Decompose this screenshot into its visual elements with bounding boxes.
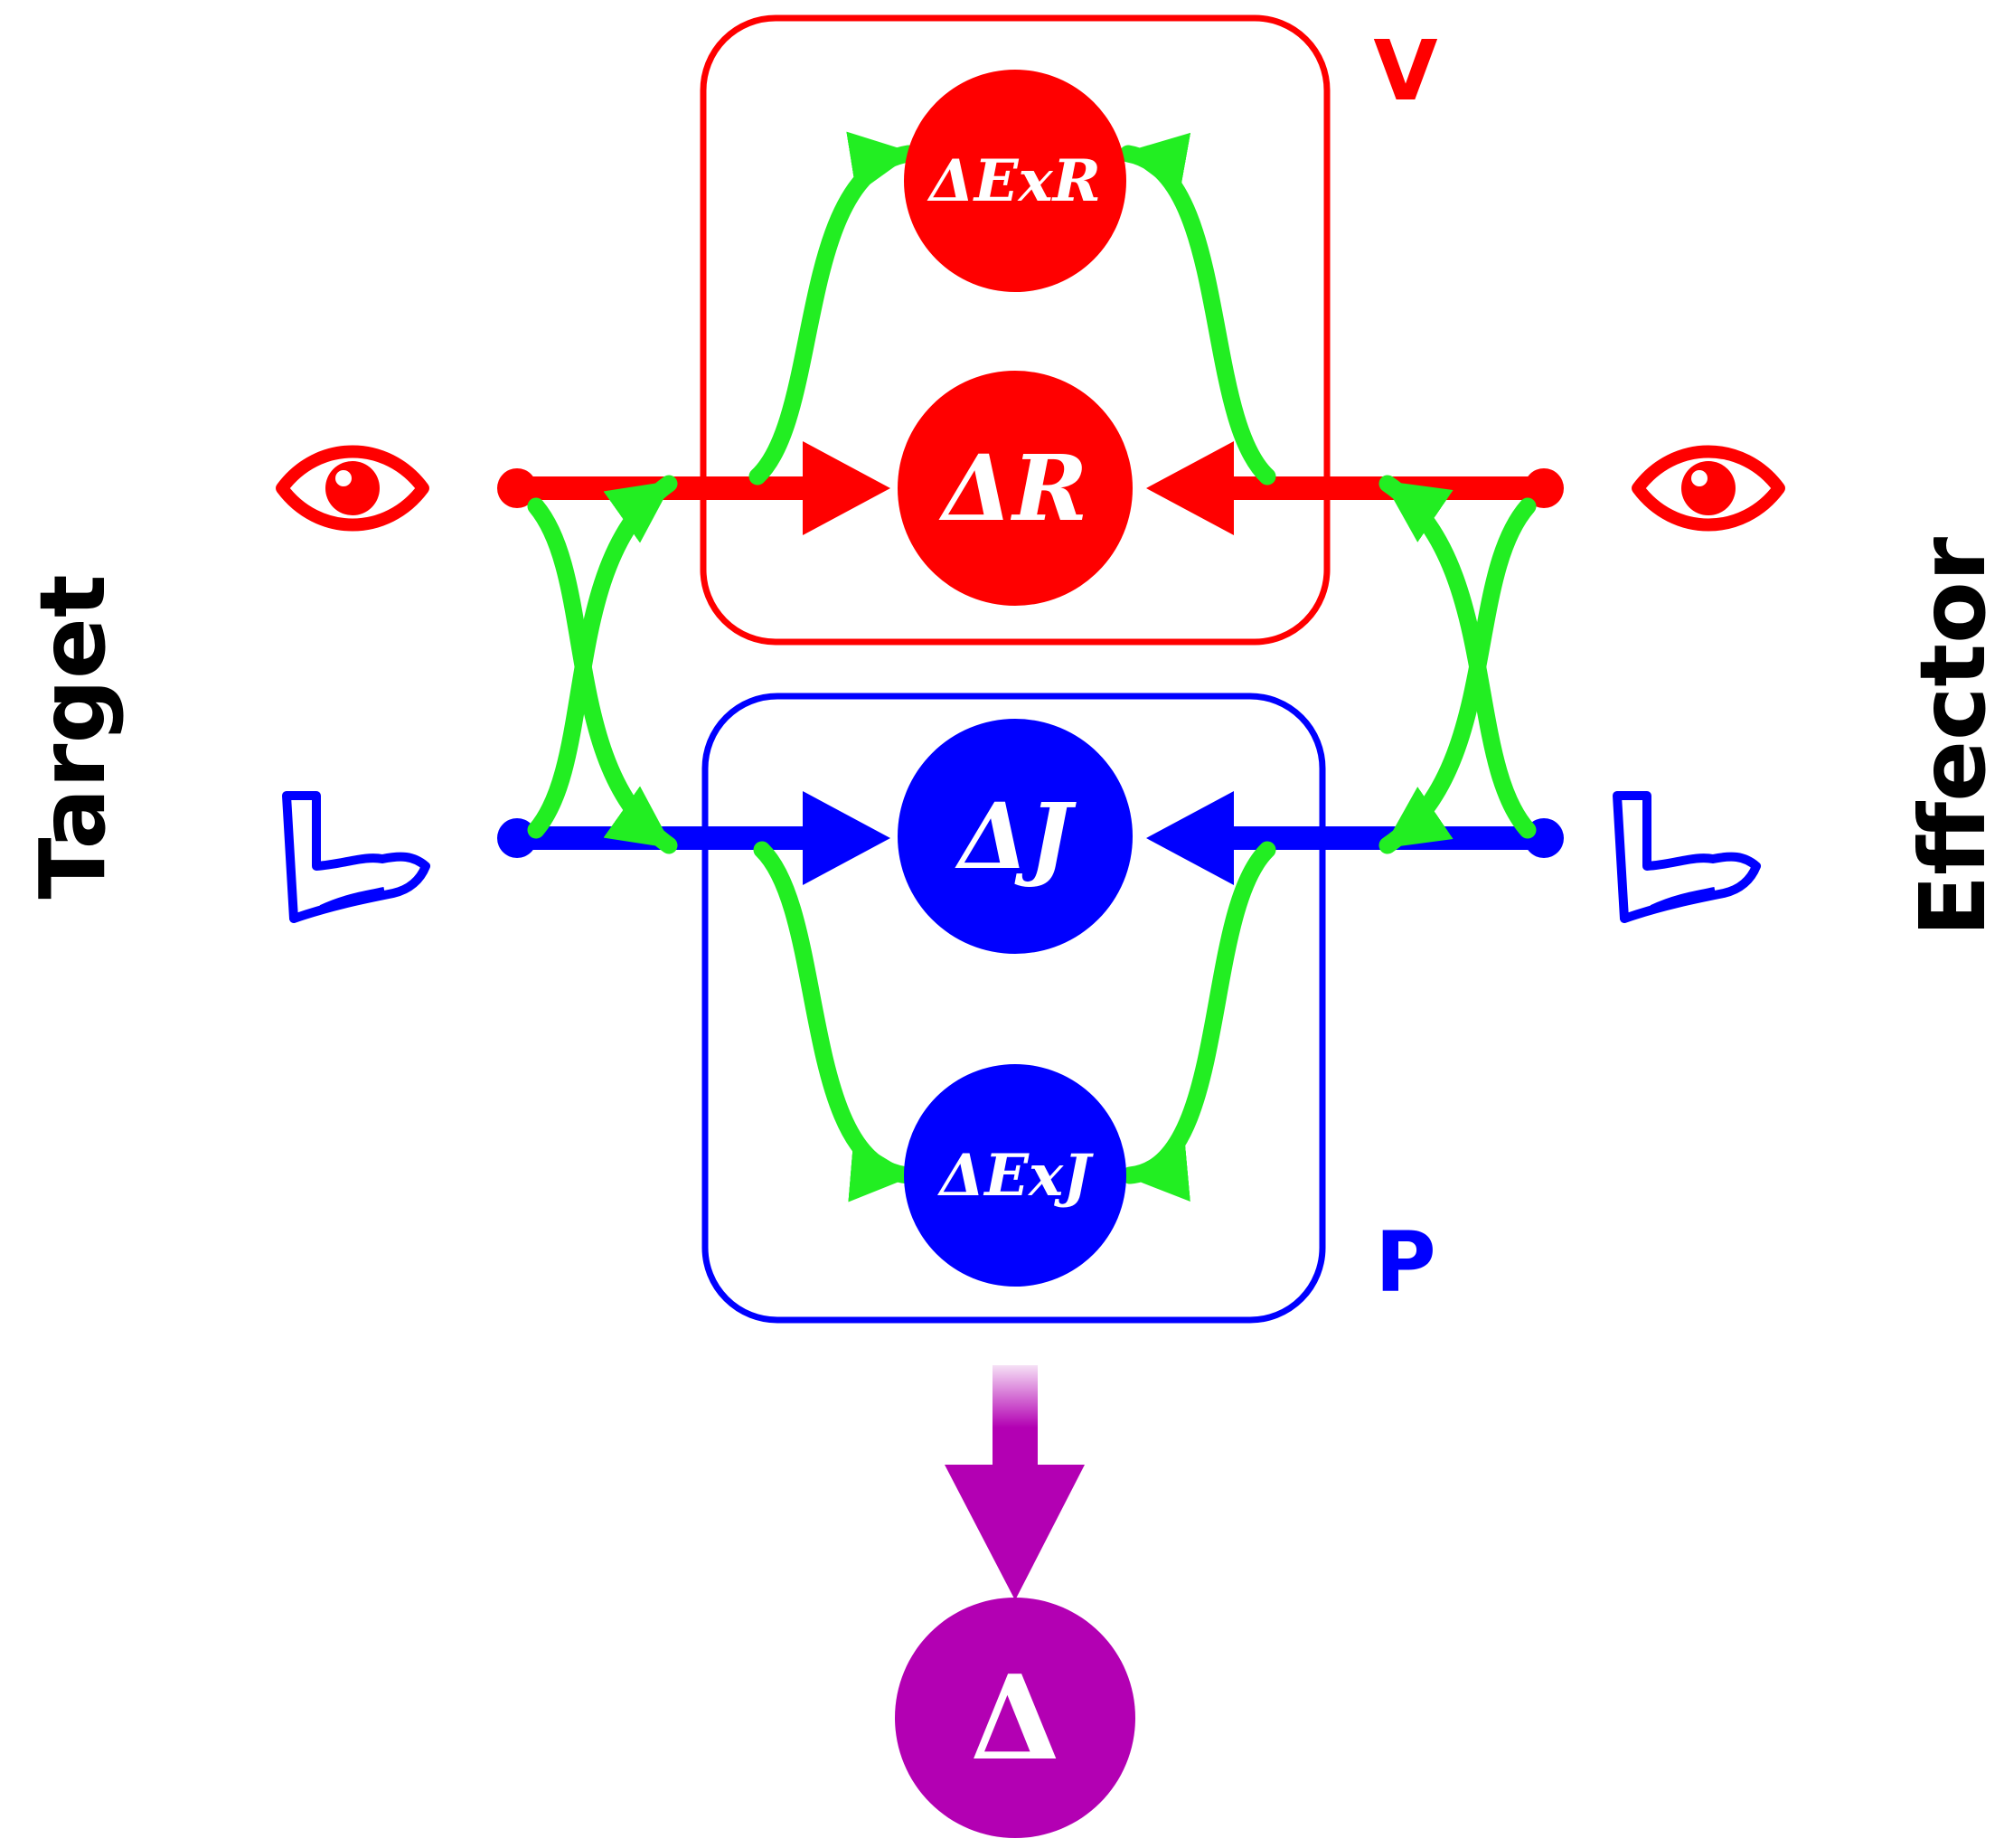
node-j-text: ΔJ — [955, 783, 1077, 890]
node-exr-text: ΔExR — [927, 147, 1101, 215]
node-r-text: ΔR — [938, 435, 1088, 542]
node-delta: Δ — [895, 1598, 1135, 1838]
eye-icon-right — [1632, 445, 1785, 532]
node-exj-text: ΔExJ — [937, 1142, 1095, 1210]
left-to-exj — [753, 841, 917, 1202]
eye-icon — [276, 445, 429, 532]
proprio-box-label: P — [1375, 1214, 1435, 1311]
left-proprio-arrowhead — [803, 791, 890, 885]
visual-box-label: V — [1373, 23, 1437, 119]
target-label: Target — [20, 574, 126, 899]
left-visual-arrowhead — [803, 441, 890, 535]
visual-box — [700, 14, 1331, 646]
node-r: ΔR — [898, 371, 1133, 606]
effector-label: Effector — [1900, 536, 2004, 937]
right-to-exr — [1119, 132, 1276, 486]
transform-paths — [527, 131, 1537, 1202]
proprio-box — [701, 693, 1326, 1324]
node-exj: ΔExJ — [904, 1064, 1126, 1287]
node-j: ΔJ — [898, 719, 1133, 954]
arm-icon-right — [1613, 791, 1761, 923]
left-to-exr — [748, 131, 917, 486]
node-exr: ΔExR — [904, 70, 1126, 292]
node-delta-text: Δ — [970, 1651, 1059, 1787]
right-visual-arrowhead — [1146, 441, 1234, 535]
output-arrow-shaft — [993, 1365, 1038, 1469]
right-cross-up — [1378, 475, 1537, 839]
left-cross-up — [527, 475, 678, 839]
right-proprio-arrowhead — [1146, 791, 1234, 885]
output-arrowhead — [945, 1465, 1085, 1600]
right-to-exj — [1121, 841, 1276, 1202]
arm-icon — [282, 791, 430, 923]
